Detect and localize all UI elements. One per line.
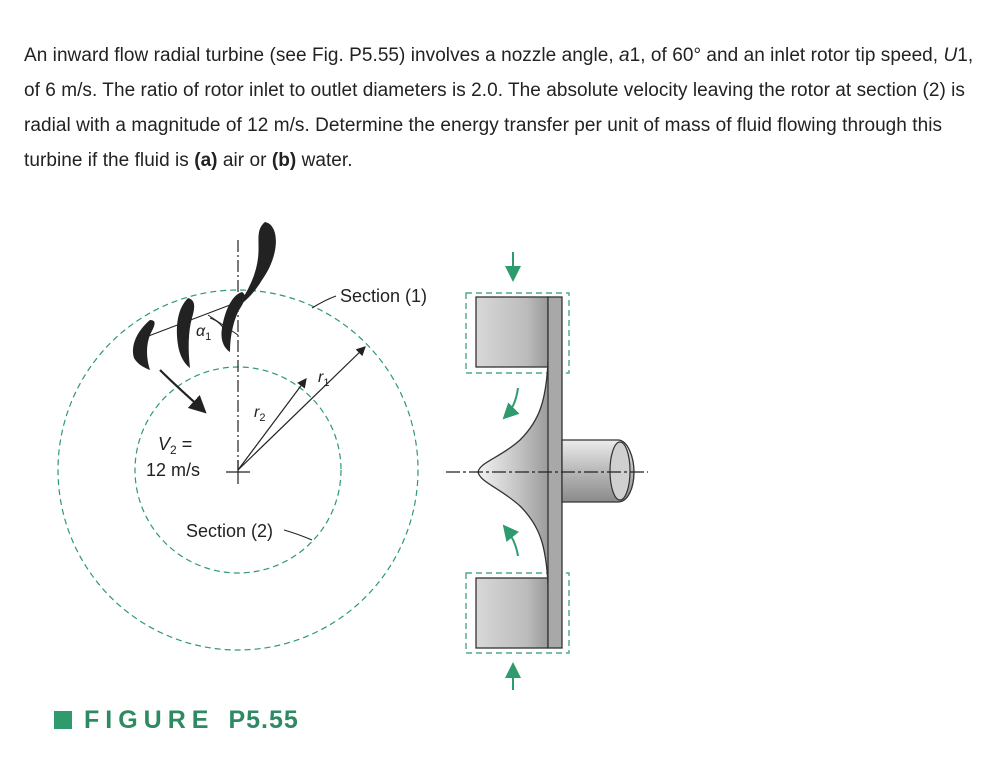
caption-word: FIGURE <box>84 705 215 734</box>
alpha-line-2 <box>137 304 231 341</box>
problem-text-3: 1, of 6 m/s. The ratio of rotor inlet to… <box>24 45 974 171</box>
problem-part-a: (a) <box>194 150 218 171</box>
turbine-side-view <box>446 252 648 690</box>
figure-caption: FIGURE P5.55 <box>54 705 299 735</box>
problem-text-4: air or <box>217 150 272 171</box>
nozzle-blade-1 <box>236 222 276 308</box>
problem-part-b: (b) <box>271 150 297 171</box>
section1-label: Section (1) <box>340 286 427 306</box>
outer-circle <box>57 289 419 651</box>
problem-text-1: An inward flow radial turbine (see Fig. … <box>24 45 620 66</box>
r2-line <box>237 378 307 471</box>
r2-label: r2 <box>254 404 265 424</box>
bottom-block <box>475 577 549 649</box>
v2-value: 12 m/s <box>146 460 200 480</box>
v2-label: V2 = <box>158 434 192 457</box>
alpha-arc <box>209 317 227 335</box>
caption-number: P5.55 <box>228 705 299 734</box>
problem-statement: An inward flow radial turbine (see Fig. … <box>24 38 979 178</box>
section2-label: Section (2) <box>186 521 273 541</box>
problem-symbol-u: U <box>943 45 958 66</box>
nozzle-blade-4 <box>132 320 155 370</box>
alpha-line-1 <box>207 314 239 336</box>
alpha-label: α1 <box>196 323 211 343</box>
nozzle-blade-3 <box>176 298 195 368</box>
section1-leader <box>311 295 337 309</box>
top-dashed-box <box>465 292 570 374</box>
r1-line <box>237 346 366 471</box>
flow-curve-bottom <box>502 524 519 557</box>
v2-arrow <box>159 369 207 414</box>
top-block <box>475 296 549 368</box>
turbine-figure: Section (1) Section (2) r1 r2 α1 V2 = 12… <box>57 222 648 690</box>
problem-symbol-a: a <box>619 45 630 66</box>
caption-square-icon <box>54 711 72 729</box>
shaft-end <box>609 441 631 501</box>
rotor-hub <box>477 361 559 585</box>
flow-curve-top <box>502 387 520 420</box>
problem-text-2: 1, of 60° and an inlet rotor tip speed, <box>629 45 944 66</box>
nozzle-blade-2 <box>221 292 245 352</box>
bottom-dashed-box <box>465 572 570 654</box>
section2-leader <box>283 529 313 541</box>
problem-text-5: water. <box>296 150 353 171</box>
r1-label: r1 <box>318 369 329 389</box>
